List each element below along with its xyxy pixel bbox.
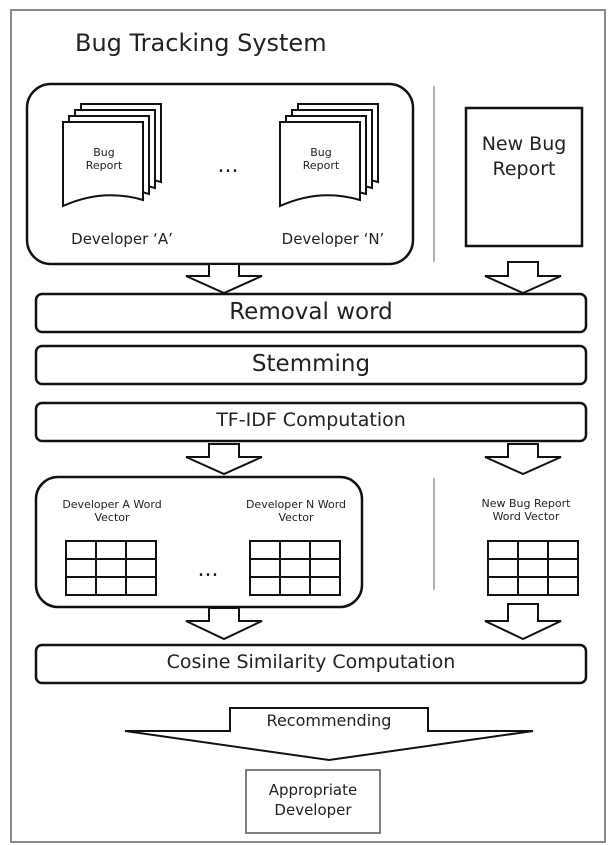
removal-word-label: Removal word bbox=[229, 299, 393, 325]
developer-a-vector-label: Developer A Word Vector bbox=[62, 498, 162, 524]
stemming-label: Stemming bbox=[251, 351, 371, 377]
word-vector-grid-a bbox=[65, 540, 157, 596]
new-bug-vector-label: New Bug Report Word Vector bbox=[481, 497, 571, 523]
recommending-arrow bbox=[124, 707, 534, 762]
down-arrow-right-3 bbox=[484, 603, 562, 641]
bug-report-n-label: Bug Report bbox=[302, 146, 340, 172]
down-arrow-right-1 bbox=[484, 261, 562, 295]
cosine-similarity-label: Cosine Similarity Computation bbox=[166, 651, 456, 673]
removal-word-box bbox=[34, 292, 588, 334]
down-arrow-left-3 bbox=[185, 607, 263, 641]
word-vector-grid-new-bug bbox=[487, 540, 579, 596]
page-title: Bug Tracking System bbox=[75, 29, 327, 57]
tfidf-box bbox=[34, 401, 588, 443]
down-arrow-left-2 bbox=[185, 443, 263, 476]
down-arrow-left-1 bbox=[185, 263, 263, 295]
cosine-similarity-box bbox=[34, 643, 588, 685]
report-ellipsis: ... bbox=[217, 153, 239, 178]
new-bug-report-label: New Bug Report bbox=[481, 133, 567, 180]
new-bug-report-box bbox=[464, 106, 584, 248]
developer-a-label: Developer ‘A’ bbox=[71, 230, 173, 248]
word-vector-grid-n bbox=[249, 540, 341, 596]
down-arrow-right-2 bbox=[484, 443, 562, 476]
vector-ellipsis: ... bbox=[197, 557, 219, 582]
bug-report-stack-a-icon bbox=[62, 103, 162, 208]
bug-report-a-label: Bug Report bbox=[85, 146, 123, 172]
bug-report-stack-n-icon bbox=[279, 103, 379, 208]
developer-n-vector-label: Developer N Word Vector bbox=[245, 498, 347, 524]
appropriate-developer-label: Appropriate Developer bbox=[268, 781, 358, 820]
appropriate-developer-box bbox=[245, 769, 381, 834]
developer-n-label: Developer ‘N’ bbox=[281, 230, 385, 248]
recommending-label: Recommending bbox=[266, 711, 392, 730]
tfidf-label: TF-IDF Computation bbox=[216, 409, 406, 431]
stemming-box bbox=[34, 344, 588, 386]
